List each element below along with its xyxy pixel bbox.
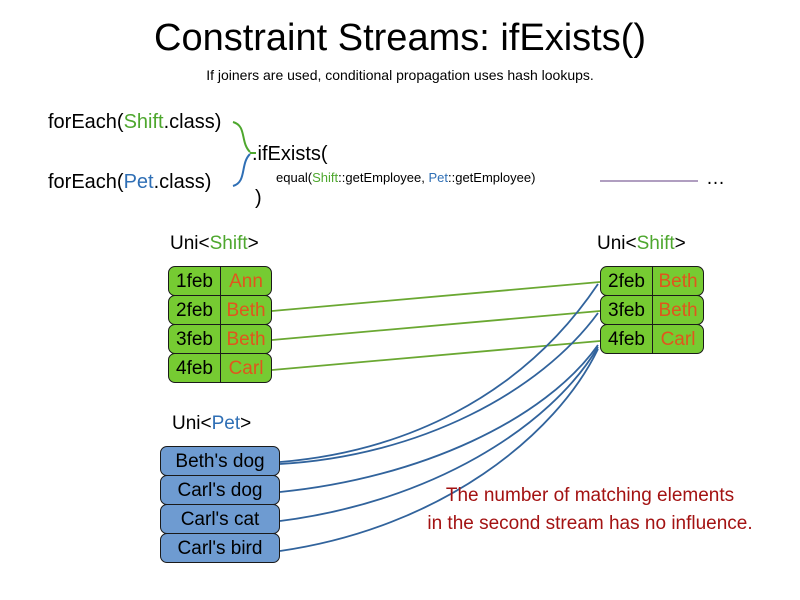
row-employee: Beth: [226, 328, 266, 350]
pet-name: Carl's cat: [180, 508, 260, 530]
row-employee: Beth: [658, 299, 698, 321]
stream-label-right-shift: Uni<Shift>: [597, 232, 686, 255]
table-row[interactable]: 2feb Beth: [168, 295, 272, 325]
code-equal-pet-class: Pet: [428, 170, 448, 185]
label-pet-type: Pet: [211, 413, 241, 434]
pet-name: Beth's dog: [175, 450, 265, 472]
code-equal-shift-method: ::getEmployee,: [338, 170, 429, 185]
code-close-paren: ): [255, 187, 262, 209]
code-foreach-shift: forEach(Shift.class): [48, 110, 221, 134]
page-title: Constraint Streams: ifExists(): [154, 17, 646, 59]
list-item[interactable]: Carl's dog: [160, 475, 280, 505]
row-date: 4feb: [169, 354, 221, 382]
stream-label-pet: Uni<Pet>: [172, 412, 251, 435]
code-ifexists: .ifExists(: [252, 143, 328, 165]
label-left-shift-type: Shift: [209, 233, 248, 254]
label-left-shift-prefix: Uni<: [170, 233, 210, 254]
left-shift-table: 1feb Ann 2feb Beth 3feb Beth 4feb Carl: [168, 266, 272, 383]
annotation-line-1: The number of matching elements: [445, 485, 735, 506]
table-row[interactable]: 2feb Beth: [600, 266, 704, 296]
code-equal-pet-method: ::getEmployee): [448, 170, 536, 185]
code-foreach-shift-prefix: forEach(: [48, 111, 124, 133]
list-item[interactable]: Carl's bird: [160, 533, 280, 563]
code-foreach-pet: forEach(Pet.class): [48, 170, 211, 194]
table-row[interactable]: 4feb Carl: [168, 353, 272, 383]
code-equal-prefix: equal(: [276, 170, 313, 185]
label-right-shift-type: Shift: [636, 233, 675, 254]
brace-upper-green: [232, 121, 251, 153]
code-foreach-pet-prefix: forEach(: [48, 171, 124, 193]
code-equal-joiner: equal(Shift::getEmployee, Pet::getEmploy…: [276, 170, 535, 186]
table-row[interactable]: 1feb Ann: [168, 266, 272, 296]
code-equal-shift-class: Shift: [312, 170, 339, 185]
table-row[interactable]: 4feb Carl: [600, 324, 704, 354]
right-shift-table: 2feb Beth 3feb Beth 4feb Carl: [600, 266, 704, 354]
pet-table: Beth's dog Carl's dog Carl's cat Carl's …: [160, 446, 280, 563]
label-pet-suffix: >: [240, 413, 252, 434]
list-item[interactable]: Carl's cat: [160, 504, 280, 534]
row-employee: Ann: [229, 270, 263, 292]
list-item[interactable]: Beth's dog: [160, 446, 280, 476]
pet-name: Carl's bird: [177, 537, 263, 559]
code-foreach-shift-class: Shift: [123, 111, 164, 133]
code-foreach-pet-suffix: .class): [153, 171, 212, 193]
page-subtitle: If joiners are used, conditional propaga…: [206, 67, 594, 83]
row-date: 2feb: [169, 296, 221, 324]
row-employee: Beth: [226, 299, 266, 321]
annotation-note: The number of matching elements in the s…: [400, 482, 780, 538]
label-left-shift-suffix: >: [247, 233, 259, 254]
table-row[interactable]: 3feb Beth: [600, 295, 704, 325]
equal-leader-line: [600, 180, 698, 182]
row-employee: Beth: [658, 270, 698, 292]
label-pet-prefix: Uni<: [172, 413, 212, 434]
row-employee: Carl: [228, 357, 264, 379]
row-date: 3feb: [169, 325, 221, 353]
code-foreach-shift-suffix: .class): [163, 111, 222, 133]
pet-name: Carl's dog: [177, 479, 263, 501]
table-row[interactable]: 3feb Beth: [168, 324, 272, 354]
row-date: 3feb: [601, 296, 653, 324]
label-right-shift-prefix: Uni<: [597, 233, 637, 254]
annotation-line-2: in the second stream has no influence.: [427, 513, 753, 534]
label-right-shift-suffix: >: [674, 233, 686, 254]
stream-label-left-shift: Uni<Shift>: [170, 232, 259, 255]
row-date: 4feb: [601, 325, 653, 353]
row-date: 1feb: [169, 267, 221, 295]
row-date: 2feb: [601, 267, 653, 295]
code-ellipsis: …: [706, 168, 725, 189]
code-foreach-pet-class: Pet: [123, 171, 154, 193]
row-employee: Carl: [660, 328, 696, 350]
brace-lower-blue: [232, 153, 251, 187]
